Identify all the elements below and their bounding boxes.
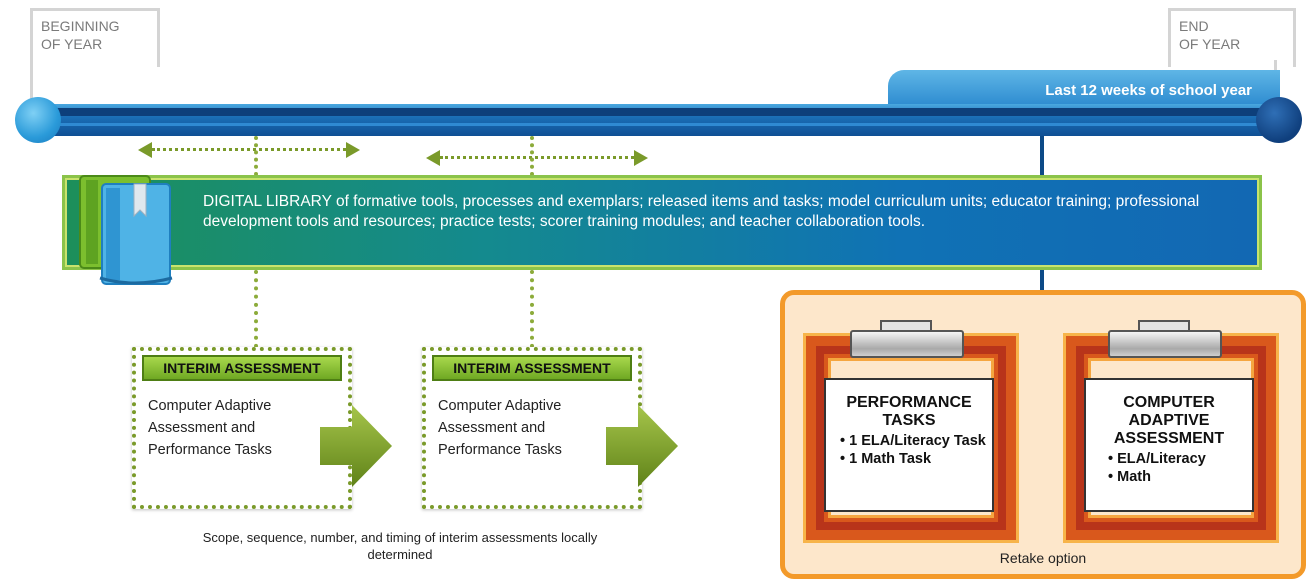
connector-dotted (530, 270, 534, 348)
last-12-weeks-tab: Last 12 weeks of school year (888, 70, 1280, 106)
performance-tasks-title: PERFORMANCE TASKS (846, 394, 972, 429)
interim-caption: Scope, sequence, number, and timing of i… (202, 530, 598, 562)
interim-assessment-card: INTERIM ASSESSMENT Computer Adaptive Ass… (422, 347, 642, 509)
computer-adaptive-title: COMPUTER ADAPTIVE ASSESSMENT (1113, 394, 1225, 447)
interim-assessment-title: INTERIM ASSESSMENT (142, 355, 342, 381)
performance-tasks-list: 1 ELA/Literacy Task 1 Math Task (830, 432, 988, 468)
clipboard-clip-icon (1138, 320, 1190, 332)
clipboard-clip-icon (880, 320, 932, 332)
books-icon (79, 175, 173, 285)
interim-window-arrow-1 (138, 142, 360, 158)
interim-window-arrow-2 (426, 150, 648, 166)
connector-line (1040, 136, 1044, 176)
timeline-stripe (55, 108, 1270, 116)
performance-tasks-card: PERFORMANCE TASKS 1 ELA/Literacy Task 1 … (824, 378, 994, 512)
connector-dotted (530, 136, 534, 176)
computer-adaptive-card: COMPUTER ADAPTIVE ASSESSMENT ELA/Literac… (1084, 378, 1254, 512)
clipboard-clip-icon (850, 330, 964, 358)
end-of-year-marker: END OF YEAR (1168, 8, 1296, 67)
clipboard-clip-icon (1108, 330, 1222, 358)
digital-library-text: DIGITAL LIBRARY of formative tools, proc… (65, 178, 1259, 267)
beginning-marker-post (30, 60, 33, 100)
computer-adaptive-list: ELA/Literacy Math (1090, 450, 1248, 486)
interim-assessment-title: INTERIM ASSESSMENT (432, 355, 632, 381)
list-item: 1 ELA/Literacy Task (840, 432, 988, 450)
list-item: 1 Math Task (840, 450, 988, 468)
connector-dotted (254, 136, 258, 176)
right-arrow-icon (606, 405, 678, 487)
list-item: ELA/Literacy (1108, 450, 1248, 468)
end-marker-post (1274, 60, 1277, 72)
connector-line (1040, 270, 1044, 306)
digital-library-banner: DIGITAL LIBRARY of formative tools, proc… (62, 175, 1262, 270)
retake-option-label: Retake option (999, 550, 1087, 566)
timeline-end-dot (1256, 97, 1302, 143)
timeline-start-dot (15, 97, 61, 143)
timeline-highlight (55, 123, 1270, 126)
interim-assessment-body: Computer Adaptive Assessment and Perform… (148, 398, 272, 458)
right-arrow-icon (320, 405, 392, 487)
connector-dotted (254, 270, 258, 348)
interim-assessment-card: INTERIM ASSESSMENT Computer Adaptive Ass… (132, 347, 352, 509)
list-item: Math (1108, 468, 1248, 486)
beginning-of-year-marker: BEGINNING OF YEAR (30, 8, 160, 67)
interim-assessment-body: Computer Adaptive Assessment and Perform… (438, 398, 562, 458)
